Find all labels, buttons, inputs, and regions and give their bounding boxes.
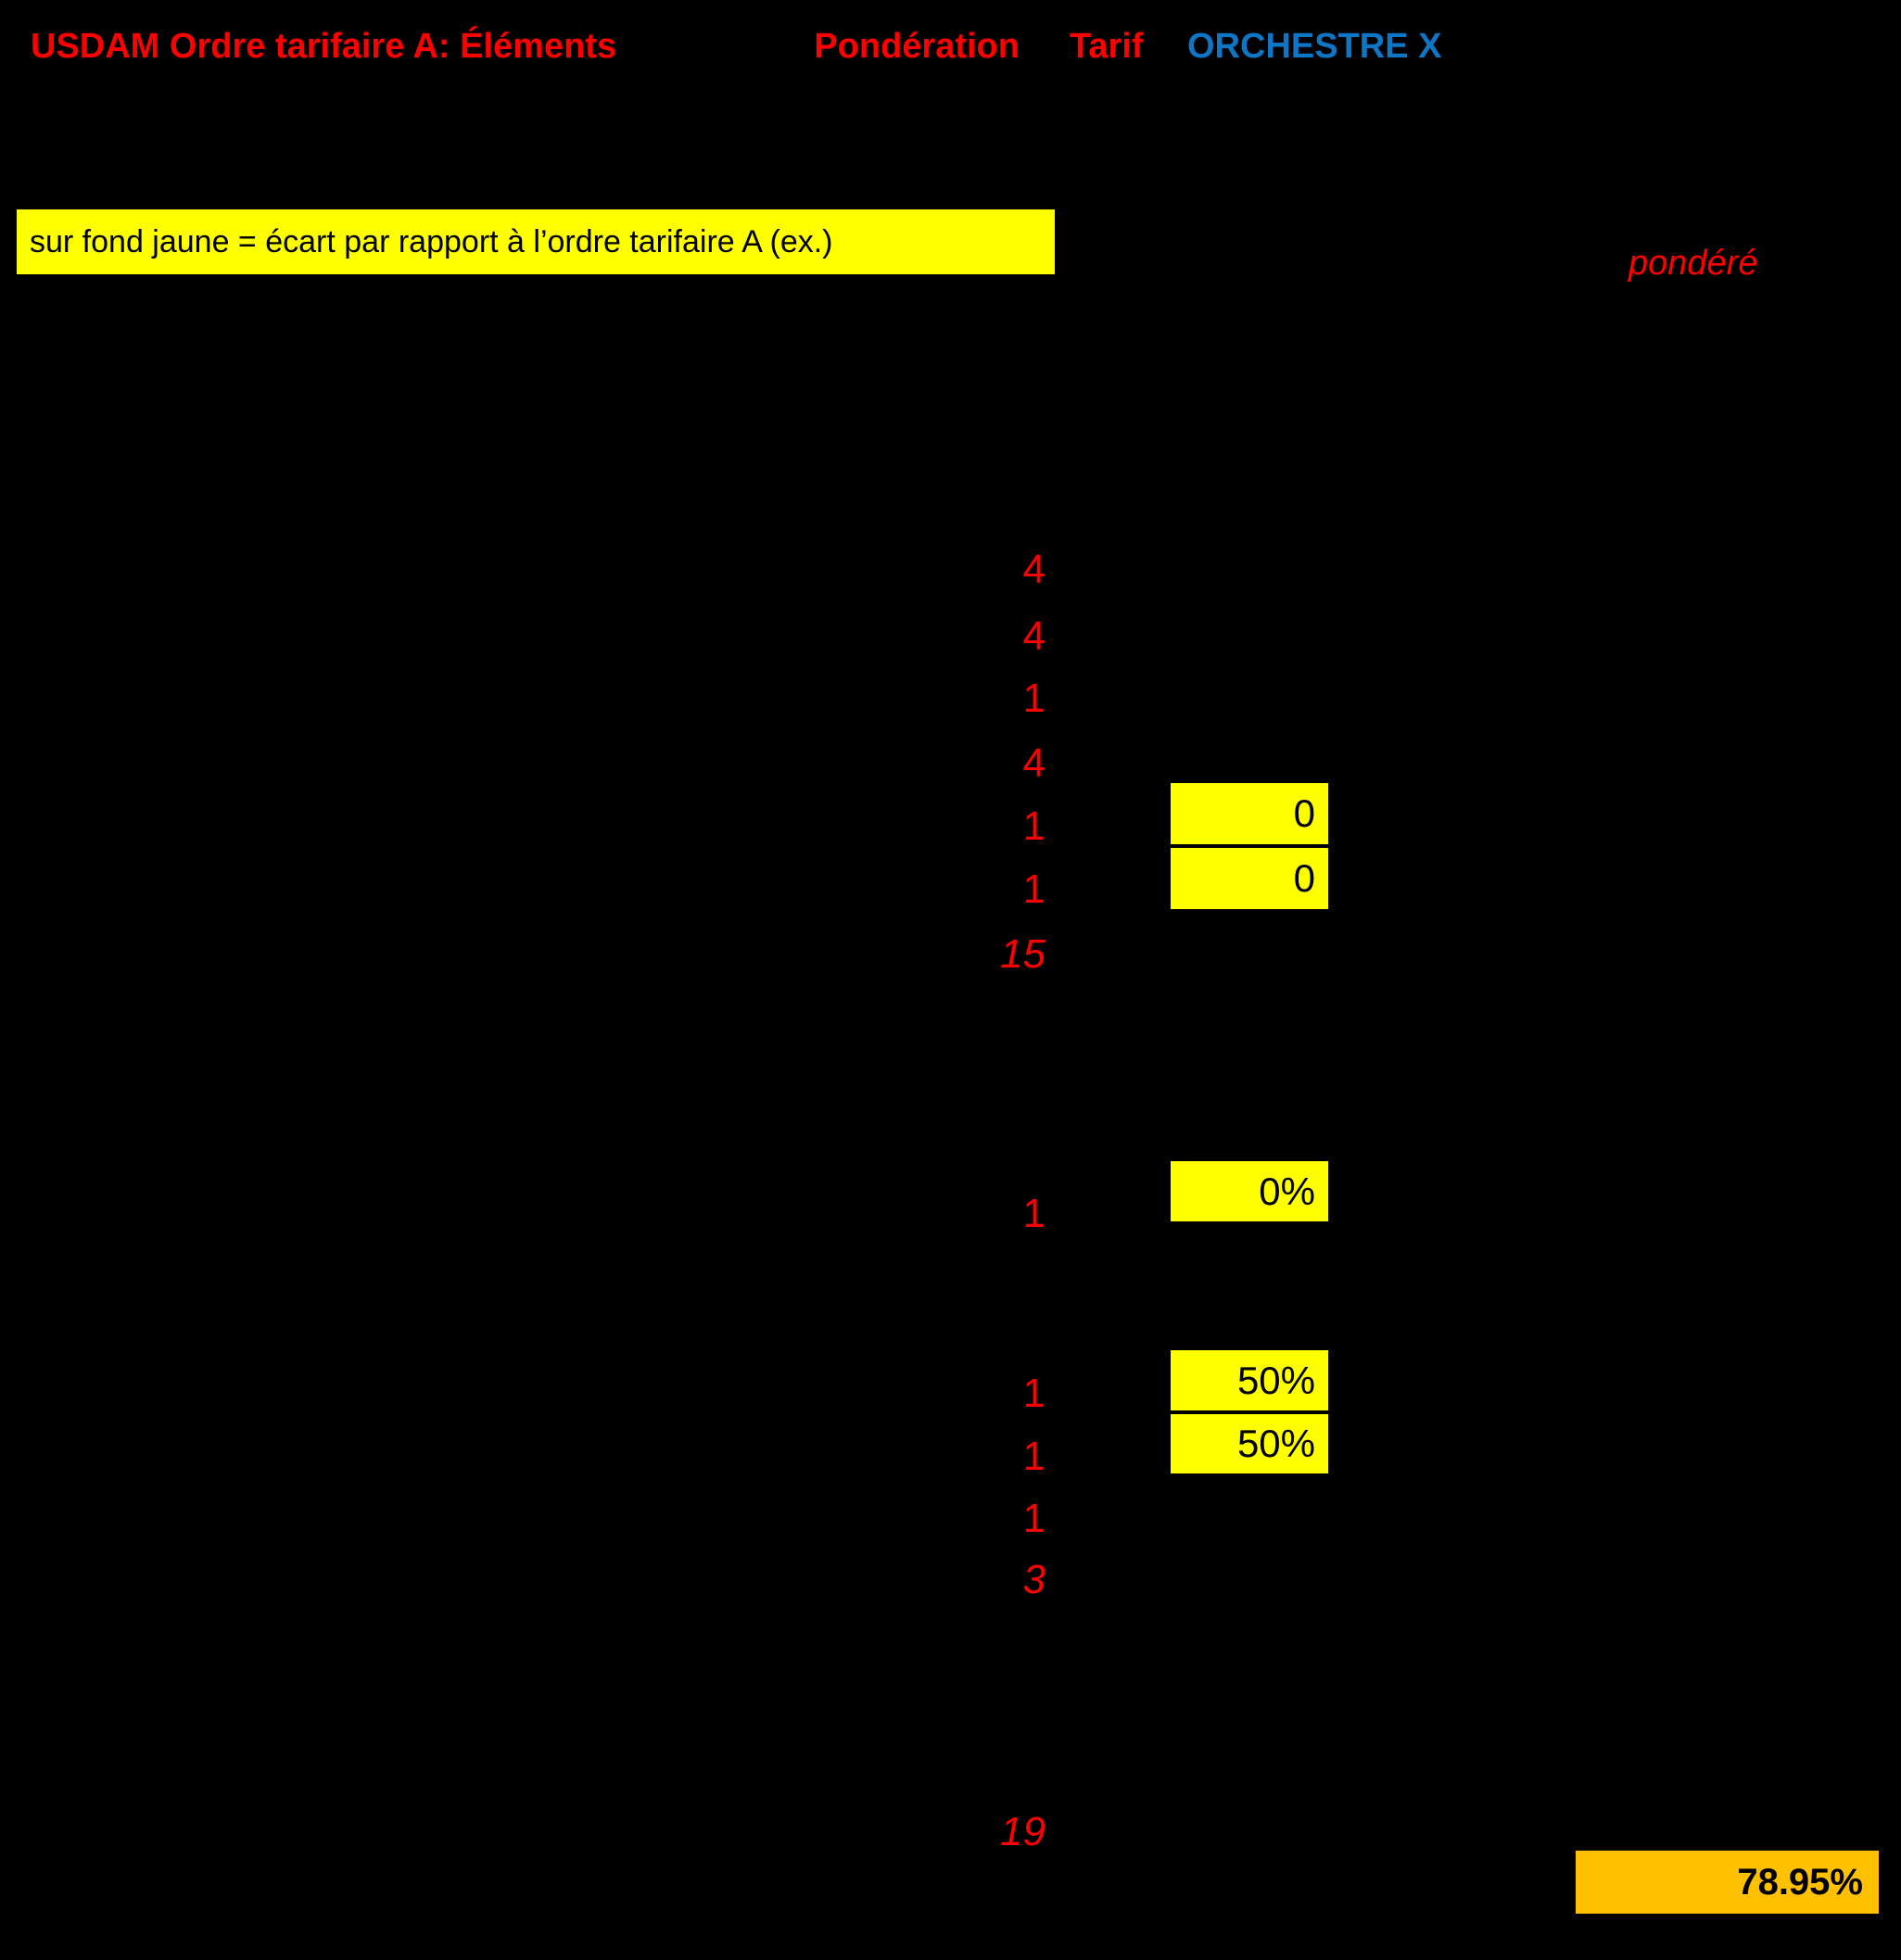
weighted-total-cell: 78.95%: [1576, 1851, 1879, 1914]
ponderation-value: 4: [1022, 547, 1046, 592]
column-header-orchestre-x: ORCHESTRE X: [1187, 27, 1442, 66]
tarif-deviation-cell: 0: [1171, 848, 1328, 909]
column-header-ponderation: Pondération: [814, 27, 1020, 66]
ponderation-value: 1: [1022, 803, 1046, 849]
column-header-tarif: Tarif: [1070, 27, 1144, 66]
legend-highlight-note: sur fond jaune = écart par rapport à l’o…: [17, 209, 1055, 274]
ponderation-total: 19: [1000, 1809, 1046, 1854]
tarif-deviation-cell: 50%: [1171, 1350, 1328, 1410]
ponderation-value: 1: [1022, 866, 1046, 912]
tarif-deviation-cell: 50%: [1171, 1414, 1328, 1473]
tarif-deviation-cell: 0%: [1171, 1161, 1328, 1221]
page-title: USDAM Ordre tarifaire A: Éléments: [31, 27, 617, 66]
ponderation-value: 1: [1022, 1496, 1046, 1541]
pondere-label: pondéré: [1629, 244, 1758, 283]
tarif-deviation-cell: 0: [1171, 783, 1328, 844]
ponderation-value: 1: [1022, 1371, 1046, 1416]
ponderation-subtotal: 15: [1000, 931, 1046, 977]
ponderation-value: 4: [1022, 613, 1046, 659]
ponderation-value: 1: [1022, 1191, 1046, 1236]
ponderation-value: 1: [1022, 1434, 1046, 1479]
ponderation-subtotal: 3: [1022, 1557, 1046, 1602]
ponderation-value: 4: [1022, 740, 1046, 786]
ponderation-value: 1: [1022, 676, 1046, 721]
